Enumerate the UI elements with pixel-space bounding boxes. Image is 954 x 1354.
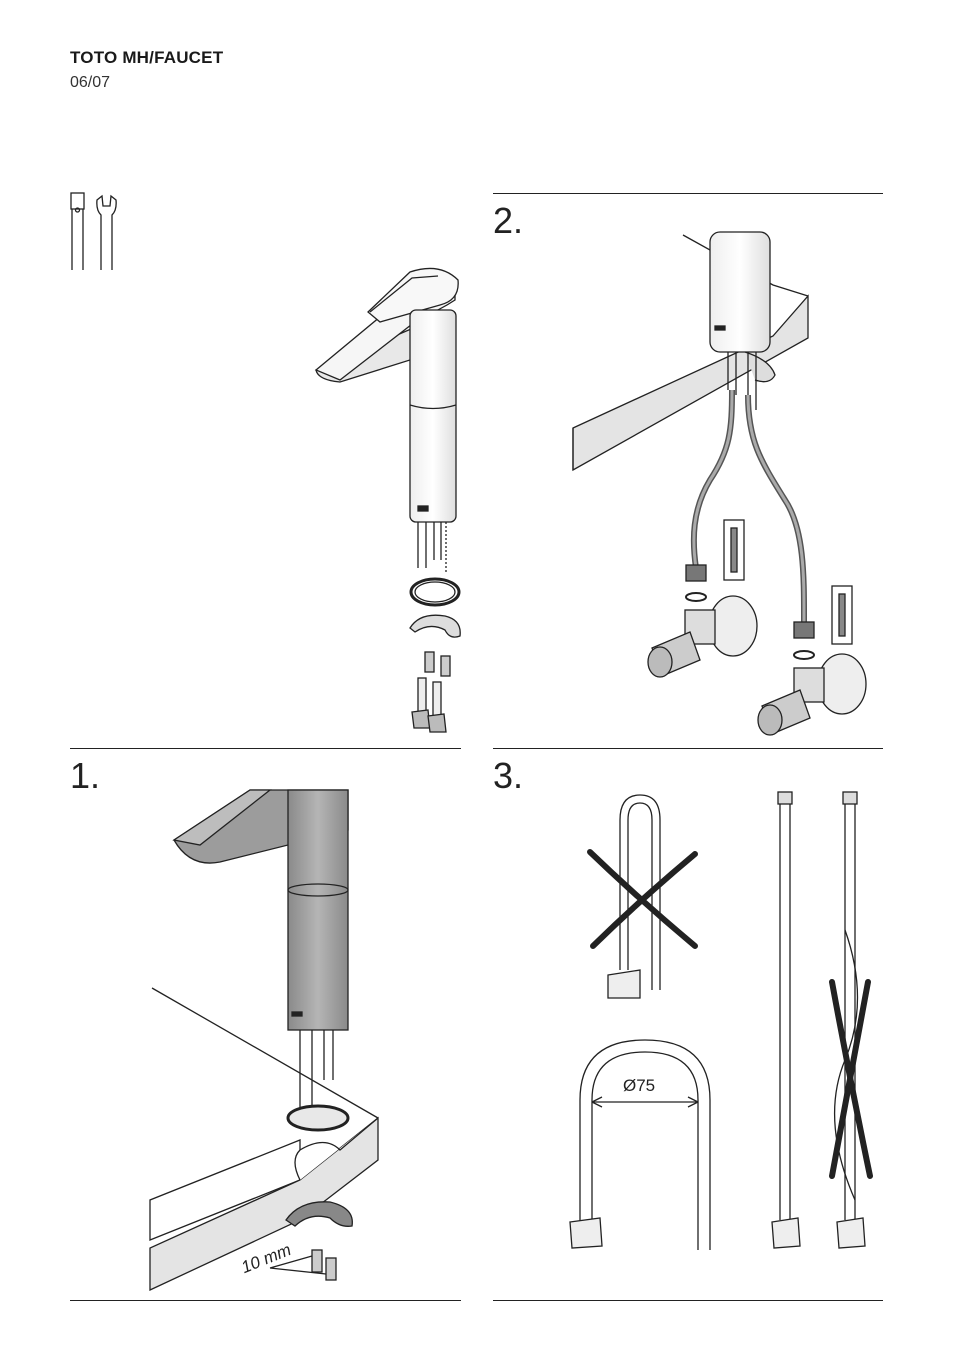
step-1-figure	[150, 790, 378, 1290]
angle-valve-right	[758, 654, 866, 735]
allen-key-icon	[71, 193, 84, 270]
tools-icon	[71, 193, 116, 270]
faucet-exploded-figure	[316, 268, 460, 732]
cross-mark-right	[832, 982, 870, 1176]
wrench-icon	[97, 196, 116, 270]
hose-correct-bend	[570, 1040, 710, 1250]
step-2-figure	[573, 232, 866, 735]
angle-valve-left	[648, 596, 757, 677]
cross-mark-left	[590, 852, 695, 946]
step-3-figure	[570, 792, 870, 1250]
hose-straight-left	[772, 792, 800, 1248]
